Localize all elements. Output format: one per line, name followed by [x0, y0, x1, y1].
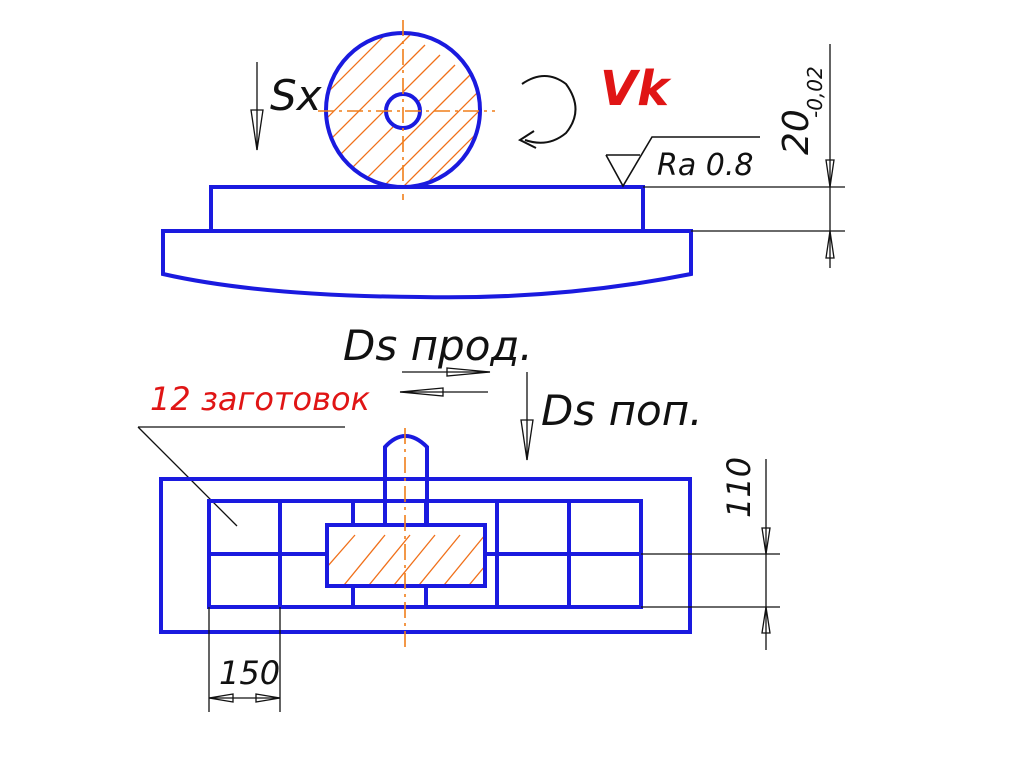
feed-labels: Ds прод. Ds поп. [343, 321, 703, 461]
sx-label: Sx [270, 71, 323, 120]
thickness-dim-label: 20 [776, 109, 817, 155]
plan-view: 12 заготовок [137, 380, 780, 712]
bidirectional-arrow-icon [399, 367, 491, 397]
roughness-label: Ra 0.8 [657, 148, 753, 183]
wheel-hatching [326, 32, 481, 186]
width-dim-label: 150 [219, 654, 280, 692]
magnet-holder-outline [325, 523, 487, 588]
down-arrow-icon [250, 62, 264, 151]
thickness-dimension [643, 44, 845, 268]
magnet-holder [327, 525, 485, 586]
clockwise-arrow-icon [517, 75, 577, 149]
blanks-count-label: 12 заготовок [150, 380, 371, 418]
workpiece-plate [209, 185, 645, 233]
vk-label: Vk [600, 61, 672, 117]
down-arrow-icon [520, 372, 534, 461]
height-dimension [641, 459, 780, 650]
roughness-symbol-icon [605, 136, 760, 188]
blanks-leader-line [137, 426, 238, 527]
thickness-tol-label: -0,02 [803, 66, 827, 118]
magnet-hatching [327, 534, 485, 586]
height-dim-label: 110 [720, 457, 758, 518]
width-dimension [208, 607, 281, 712]
ds-prod-label: Ds прод. [343, 321, 533, 370]
ds-pop-label: Ds поп. [541, 386, 703, 435]
top-view: Sx Vk Ra 0.8 20 -0,02 [161, 20, 845, 300]
magnetic-table [161, 229, 693, 300]
